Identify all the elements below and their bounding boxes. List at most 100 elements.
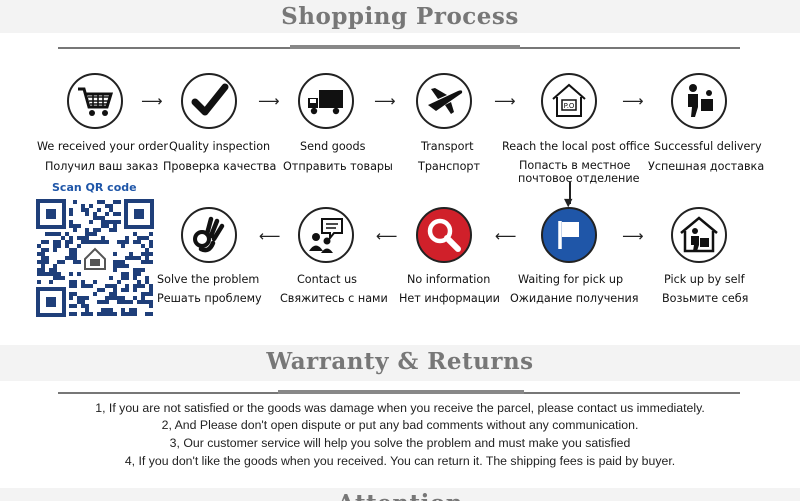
step-label: Quality inspection (169, 140, 271, 153)
qr-code-image[interactable] (36, 199, 154, 317)
qr-module (65, 240, 69, 244)
qr-module (85, 240, 89, 244)
step-label: Reach the local post office (502, 140, 650, 153)
qr-module (69, 280, 73, 284)
qr-module (149, 244, 153, 248)
connector-line (569, 182, 571, 204)
qr-module (45, 232, 49, 236)
qr-module (97, 240, 101, 244)
step-label: Solve the problem (157, 273, 260, 286)
qr-module (77, 244, 81, 248)
qr-module (77, 224, 81, 228)
step-label-ru: Возьмите себя (662, 292, 749, 305)
arrow-right-icon: ⟶ (494, 92, 516, 110)
qr-module (45, 248, 49, 252)
qr-module (125, 236, 129, 240)
qr-module (113, 200, 117, 204)
qr-module (53, 244, 57, 248)
qr-module (53, 264, 57, 268)
qr-module (89, 220, 93, 224)
qr-module (141, 268, 145, 272)
qr-module (125, 256, 129, 260)
qr-module (77, 236, 81, 240)
next-section-title: Attention (0, 490, 800, 501)
arrow-right-icon: ⟶ (374, 92, 396, 110)
step-label-ru: Успешная доставка (648, 160, 765, 173)
step-label-ru: Транспорт (418, 160, 481, 173)
qr-module (109, 292, 113, 296)
qr-module (69, 256, 73, 260)
qr-module (117, 240, 121, 244)
qr-module (109, 220, 113, 224)
qr-module (145, 256, 149, 260)
qr-module (113, 228, 117, 232)
qr-module (137, 300, 141, 304)
qr-module (73, 292, 77, 296)
step-label: Send goods (300, 140, 366, 153)
qr-module (141, 300, 145, 304)
qr-module (113, 260, 117, 264)
qr-module (141, 284, 145, 288)
qr-module (129, 256, 133, 260)
qr-module (37, 252, 41, 256)
qr-module (137, 284, 141, 288)
qr-module (81, 204, 85, 208)
qr-module (113, 224, 117, 228)
step-label-ru: Решать проблему (157, 292, 262, 305)
qr-module (117, 296, 121, 300)
qr-module (149, 260, 153, 264)
qr-module (73, 260, 77, 264)
qr-module (105, 212, 109, 216)
qr-module (121, 260, 125, 264)
qr-module (85, 312, 89, 316)
qr-module (69, 240, 73, 244)
qr-module (121, 272, 125, 276)
qr-module (53, 248, 57, 252)
qr-module (57, 272, 61, 276)
qr-module (121, 312, 125, 316)
step-label: Transport (421, 140, 474, 153)
qr-module (89, 240, 93, 244)
qr-module (145, 260, 149, 264)
qr-module (113, 264, 117, 268)
qr-module (141, 236, 145, 240)
qr-module (97, 300, 101, 304)
qr-module (89, 232, 93, 236)
qr-module (57, 260, 61, 264)
qr-module (41, 248, 45, 252)
qr-module (93, 212, 97, 216)
qr-module (101, 224, 105, 228)
qr-module (125, 300, 129, 304)
qr-module (113, 220, 117, 224)
qr-module (101, 312, 105, 316)
qr-module (133, 308, 137, 312)
qr-module (121, 300, 125, 304)
qr-module (121, 296, 125, 300)
qr-module (149, 232, 153, 236)
qr-module (89, 284, 93, 288)
qr-module (77, 272, 81, 276)
qr-module (137, 236, 141, 240)
qr-module (137, 240, 141, 244)
qr-module (81, 304, 85, 308)
qr-module (149, 300, 153, 304)
qr-module (121, 288, 125, 292)
qr-module (141, 260, 145, 264)
qr-module (109, 312, 113, 316)
qr-module (65, 256, 69, 260)
qr-module (85, 304, 89, 308)
qr-module (125, 264, 129, 268)
qr-module (41, 264, 45, 268)
qr-module (69, 212, 73, 216)
qr-module (117, 280, 121, 284)
qr-module (41, 268, 45, 272)
qr-module (85, 236, 89, 240)
qr-module (105, 308, 109, 312)
qr-module (101, 236, 105, 240)
qr-module (53, 268, 57, 272)
qr-module (145, 248, 149, 252)
step-label-ru: Получил ваш заказ (45, 160, 159, 173)
step-label: Contact us (297, 273, 358, 286)
qr-module (97, 216, 101, 220)
qr-module (77, 300, 81, 304)
